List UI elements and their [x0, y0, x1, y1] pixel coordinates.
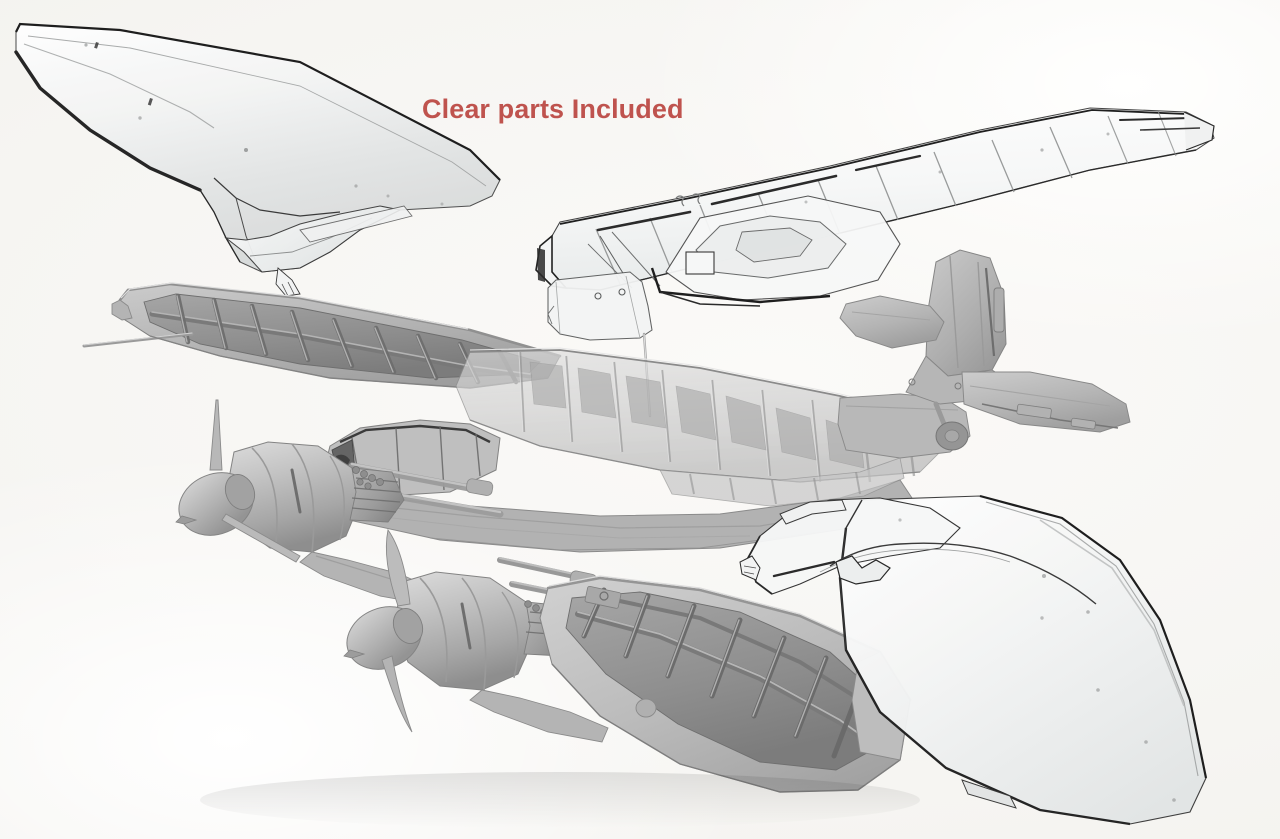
fuselage-body [299, 479, 913, 553]
clear-parts-caption: Clear parts Included [422, 94, 684, 124]
rear-clear-fuselage [659, 457, 905, 507]
starboard-engine [343, 528, 609, 743]
starboard-wing [539, 575, 912, 793]
port-wing [82, 282, 652, 418]
ground-shadow [200, 772, 920, 828]
clear-fuselage-canopy [535, 107, 1215, 341]
tail-assembly [837, 249, 1131, 459]
clear-wing-upper-left [14, 22, 501, 297]
clear-wing-lower-right [739, 494, 1208, 826]
